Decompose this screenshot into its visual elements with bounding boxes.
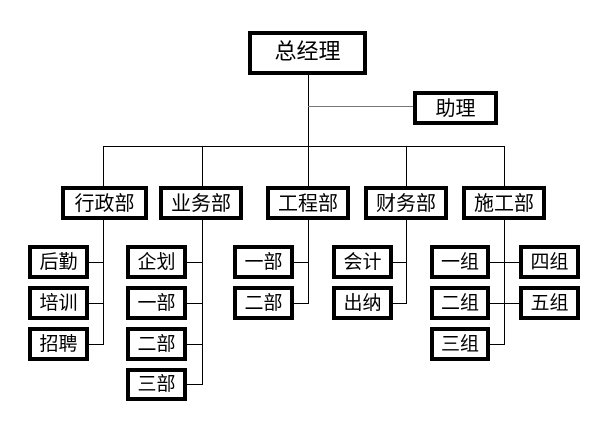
- connector-business-child: [187, 303, 203, 304]
- node-finance-dept[interactable]: 财务部: [364, 186, 448, 220]
- node-business-unit-1[interactable]: 一部: [126, 286, 187, 320]
- node-accounting[interactable]: 会计: [332, 245, 393, 279]
- node-assistant[interactable]: 助理: [413, 91, 498, 125]
- connector-finance-child: [393, 303, 407, 304]
- node-engineering-dept[interactable]: 工程部: [266, 186, 350, 220]
- node-construction-group-2[interactable]: 二组: [430, 286, 490, 320]
- connector-drop-construction: [504, 146, 505, 187]
- node-business-unit-3[interactable]: 三部: [126, 368, 187, 401]
- connector-admin-child: [89, 303, 104, 304]
- connector-business-child: [187, 262, 203, 263]
- connector-construction-child: [490, 303, 520, 304]
- connector-engineering-child: [294, 262, 309, 263]
- node-construction-group-4[interactable]: 四组: [519, 245, 580, 279]
- connector-construction-child: [490, 344, 505, 345]
- node-engineering-unit-1[interactable]: 一部: [233, 245, 294, 279]
- connector-assistant: [308, 106, 414, 107]
- connector-drop-business: [202, 146, 203, 187]
- connector-admin-child: [89, 262, 104, 263]
- node-admin-dept[interactable]: 行政部: [61, 186, 148, 220]
- connector-business-child: [187, 384, 203, 385]
- node-construction-group-3[interactable]: 三组: [430, 327, 490, 361]
- node-logistics[interactable]: 后勤: [28, 245, 89, 279]
- connector-drop-engineering: [308, 146, 309, 187]
- node-cashier[interactable]: 出纳: [332, 286, 393, 320]
- node-business-dept[interactable]: 业务部: [159, 186, 243, 220]
- node-planning[interactable]: 企划: [126, 245, 187, 279]
- node-construction-group-1[interactable]: 一组: [430, 245, 490, 279]
- node-business-unit-2[interactable]: 二部: [126, 327, 187, 361]
- node-training[interactable]: 培训: [28, 286, 89, 320]
- connector-department-bus: [103, 146, 505, 147]
- connector-business-spine: [202, 220, 203, 385]
- connector-drop-admin: [103, 146, 104, 187]
- connector-business-child: [187, 344, 203, 345]
- connector-construction-spine: [504, 220, 505, 345]
- node-construction-group-5[interactable]: 五组: [519, 286, 580, 320]
- connector-construction-child: [490, 262, 520, 263]
- node-recruiting[interactable]: 招聘: [28, 327, 89, 361]
- node-engineering-unit-2[interactable]: 二部: [233, 286, 294, 320]
- connector-engineering-child: [294, 303, 309, 304]
- connector-finance-child: [393, 262, 407, 263]
- node-general-manager[interactable]: 总经理: [248, 31, 367, 75]
- node-construction-dept[interactable]: 施工部: [462, 186, 546, 220]
- connector-root-trunk: [308, 75, 309, 147]
- connector-admin-child: [89, 344, 104, 345]
- connector-admin-spine: [103, 220, 104, 345]
- connector-drop-finance: [406, 146, 407, 187]
